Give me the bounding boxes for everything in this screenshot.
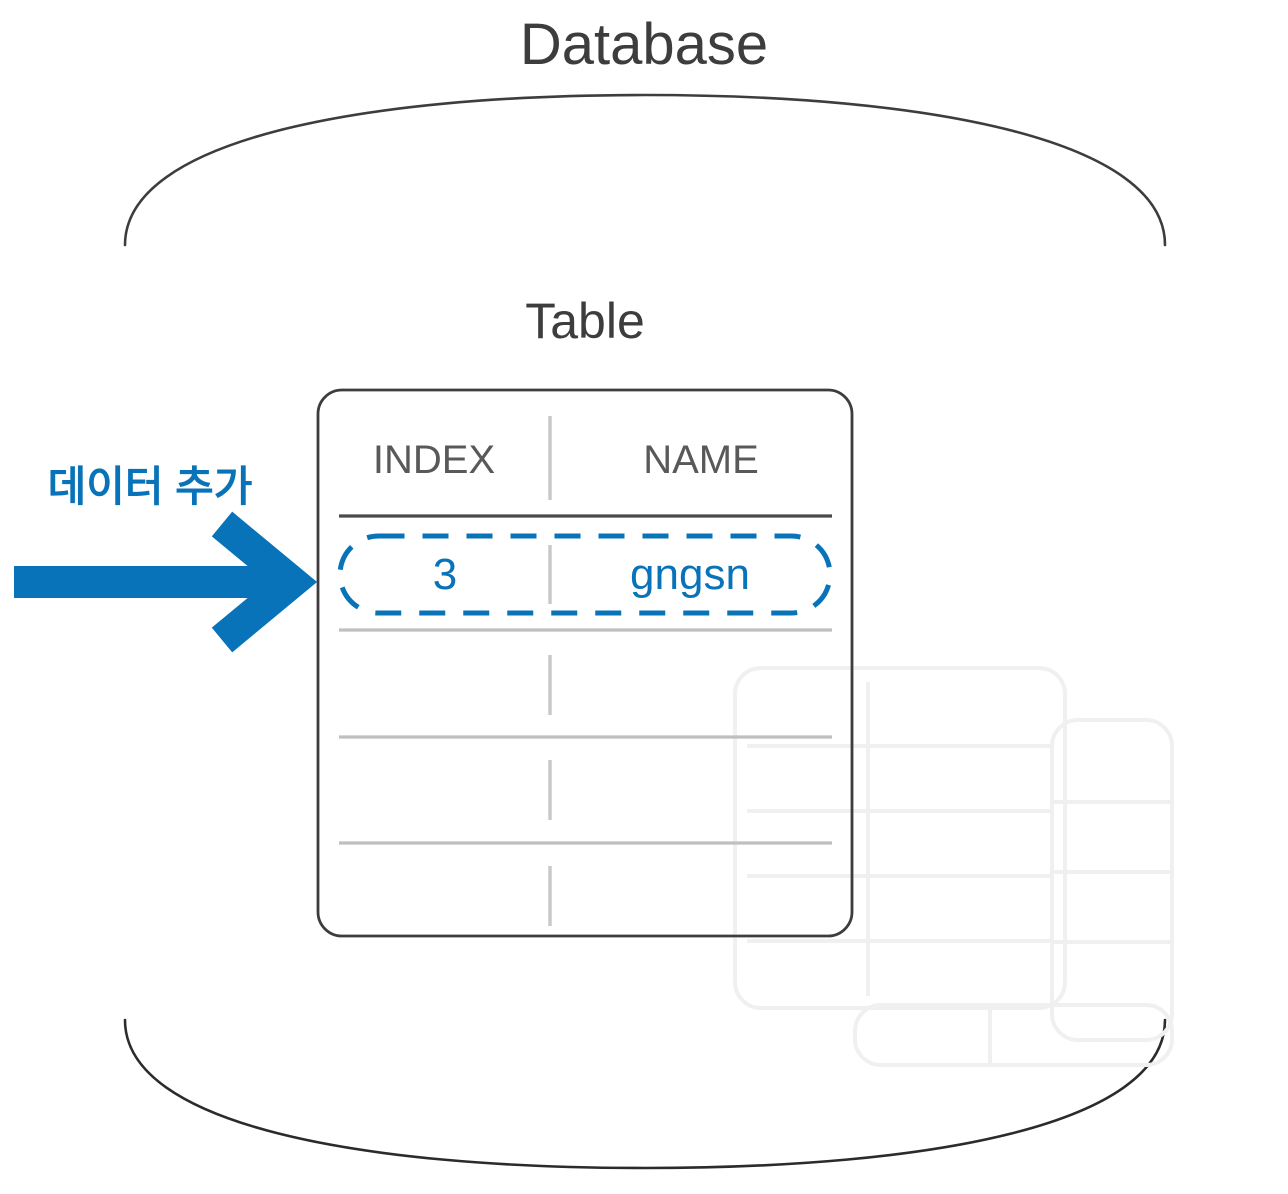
cylinder-top-arc xyxy=(123,93,1167,247)
column-header-name: NAME xyxy=(643,438,759,482)
ghost-table-far xyxy=(1050,718,1174,1042)
cell-index-value: 3 xyxy=(432,550,458,599)
table-card-border xyxy=(316,388,854,938)
database-cylinder xyxy=(123,93,1167,1170)
ghost-table-mid xyxy=(853,1003,1174,1067)
database-title: Database xyxy=(519,12,769,77)
arrow-head-chevron xyxy=(211,511,318,653)
cylinder-bottom-arc xyxy=(123,1018,1167,1170)
insert-arrow xyxy=(14,511,318,653)
insert-arrow-label: 데이터 추가 xyxy=(47,463,253,510)
ghost-tables xyxy=(733,666,1174,1067)
table-title: Table xyxy=(525,293,645,349)
cell-name-value: gngsn xyxy=(630,550,750,599)
ghost-table-near xyxy=(733,666,1067,1010)
column-header-index: INDEX xyxy=(372,438,496,482)
arrow-shaft xyxy=(14,566,276,598)
table-card xyxy=(316,388,854,938)
